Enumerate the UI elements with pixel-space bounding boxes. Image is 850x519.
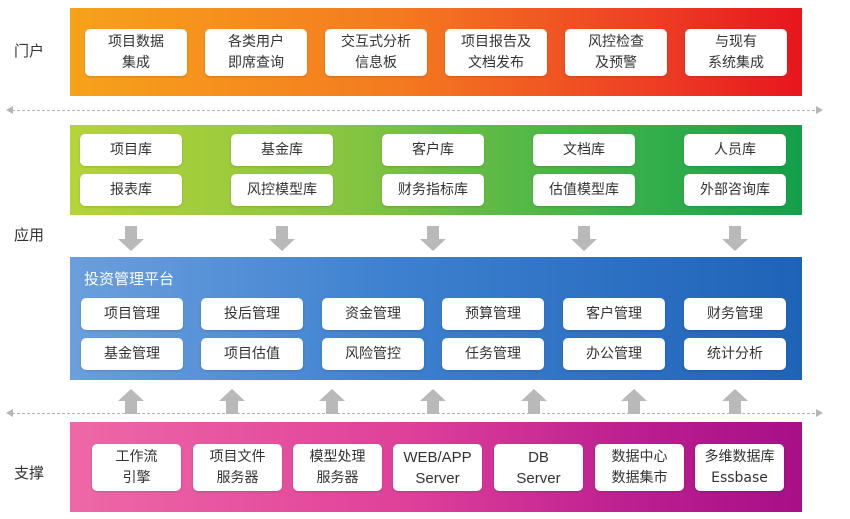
divider-left-arrowhead (6, 106, 13, 114)
portal-item-project-data-integration: 项目数据 集成 (85, 29, 187, 76)
library-report: 报表库 (80, 174, 182, 206)
module-project-management: 项目管理 (81, 298, 183, 330)
module-office: 办公管理 (563, 338, 665, 370)
divider-left-arrowhead (6, 409, 13, 417)
module-task: 任务管理 (442, 338, 544, 370)
arrow-down-icon (269, 226, 295, 252)
portal-item-interactive-dashboard: 交互式分析 信息板 (325, 29, 427, 76)
support-workflow-engine: 工作流 引擎 (92, 444, 181, 491)
module-project-valuation: 项目估值 (201, 338, 303, 370)
arrow-down-icon (118, 226, 144, 252)
arrow-up-icon (118, 389, 144, 415)
portal-item-report-publishing: 项目报告及 文档发布 (445, 29, 547, 76)
library-external-consulting: 外部咨询库 (684, 174, 786, 206)
arrow-up-icon (621, 389, 647, 415)
arrow-up-icon (521, 389, 547, 415)
platform-title: 投资管理平台 (84, 270, 175, 288)
module-customer: 客户管理 (563, 298, 665, 330)
arrow-up-icon (219, 389, 245, 415)
divider-right-arrowhead (816, 106, 823, 114)
portal-band (70, 8, 802, 96)
library-project: 项目库 (80, 134, 182, 166)
support-essbase: 多维数据库 Essbase (695, 444, 784, 491)
module-risk-control: 风险管控 (322, 338, 424, 370)
library-risk-model: 风控模型库 (231, 174, 333, 206)
portal-item-risk-warning: 风控检查 及预警 (565, 29, 667, 76)
support-db-server: DB Server (494, 444, 583, 491)
library-document: 文档库 (533, 134, 635, 166)
divider-line (12, 413, 820, 414)
support-model-server: 模型处理 服务器 (293, 444, 382, 491)
library-personnel: 人员库 (684, 134, 786, 166)
support-file-server: 项目文件 服务器 (193, 444, 282, 491)
module-finance: 财务管理 (684, 298, 786, 330)
arrow-up-icon (319, 389, 345, 415)
library-financial-indicator: 财务指标库 (382, 174, 484, 206)
module-post-investment: 投后管理 (201, 298, 303, 330)
module-statistics: 统计分析 (684, 338, 786, 370)
portal-item-adhoc-query: 各类用户 即席查询 (205, 29, 307, 76)
library-fund: 基金库 (231, 134, 333, 166)
arrow-up-icon (722, 389, 748, 415)
module-budget: 预算管理 (442, 298, 544, 330)
support-layer-label: 支撑 (14, 464, 45, 482)
portal-layer-label: 门户 (14, 42, 45, 60)
arrow-down-icon (722, 226, 748, 252)
divider-right-arrowhead (816, 409, 823, 417)
investment-platform-band (70, 257, 802, 380)
application-layer-label: 应用 (14, 226, 45, 244)
arrow-down-icon (571, 226, 597, 252)
arrow-up-icon (420, 389, 446, 415)
module-fund-management: 基金管理 (81, 338, 183, 370)
module-fund-flow: 资金管理 (322, 298, 424, 330)
support-data-center: 数据中心 数据集市 (595, 444, 684, 491)
library-customer: 客户库 (382, 134, 484, 166)
support-web-app-server: WEB/APP Server (393, 444, 482, 491)
portal-item-system-integration: 与现有 系统集成 (685, 29, 787, 76)
library-valuation-model: 估值模型库 (533, 174, 635, 206)
divider-line (12, 110, 820, 111)
arrow-down-icon (420, 226, 446, 252)
